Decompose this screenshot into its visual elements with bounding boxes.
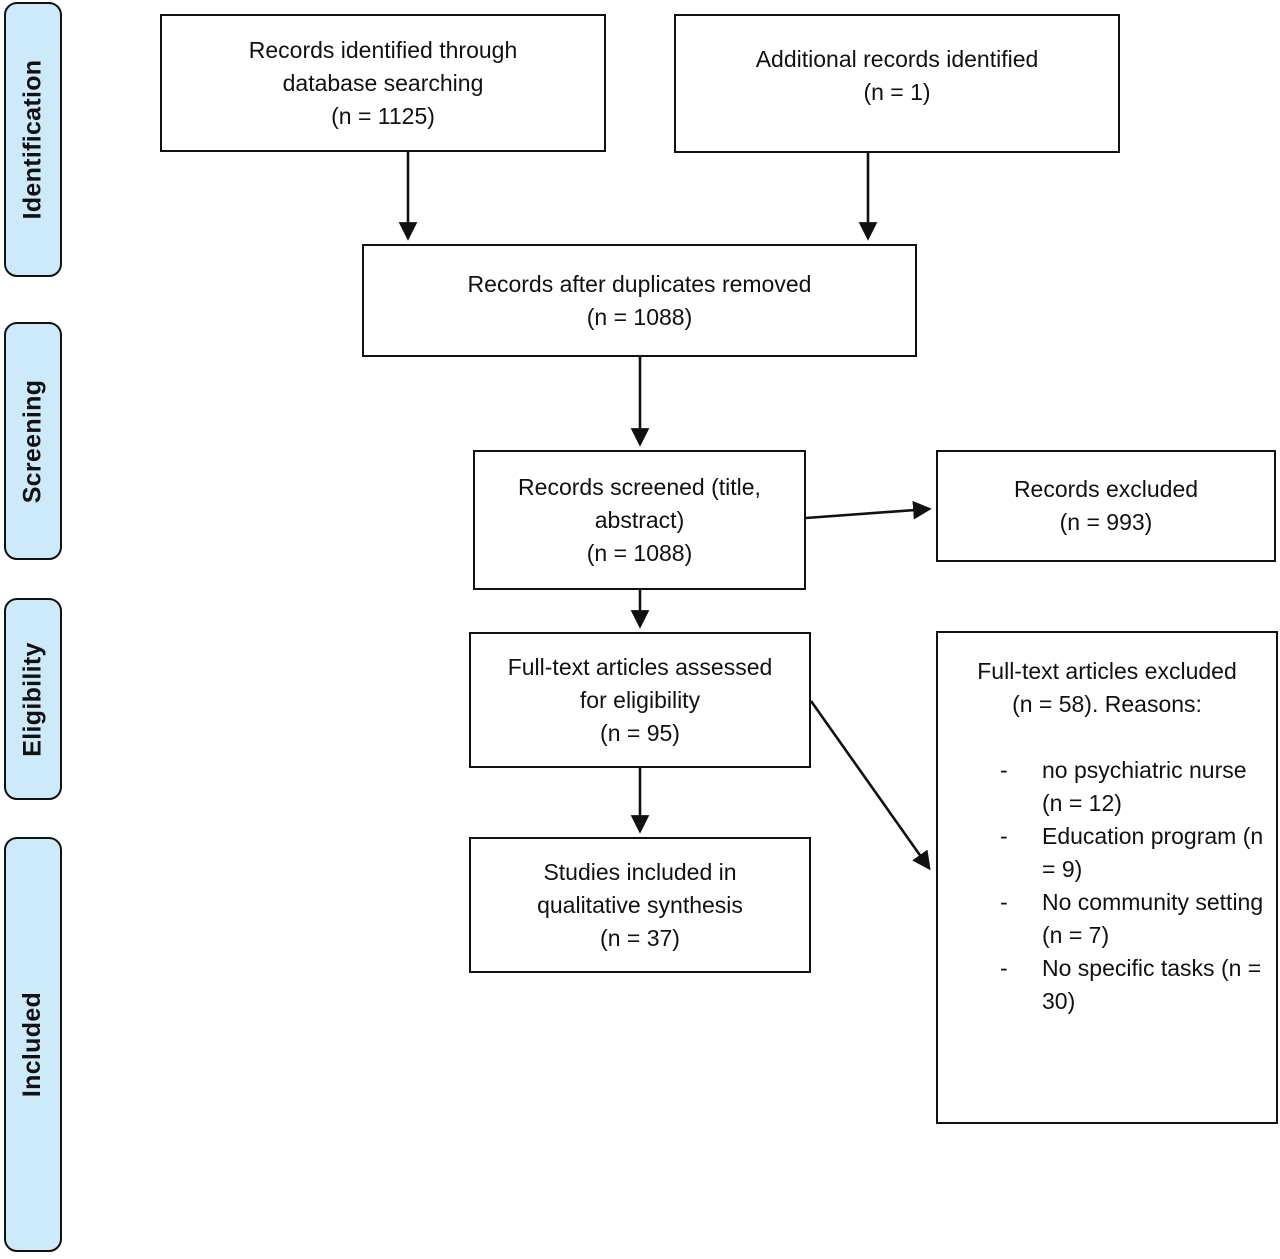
stage-label-identification: Identification [4,2,62,277]
box-text-line: for eligibility [579,686,701,713]
stage-label-text: Screening [18,379,47,503]
box-text-line: Records after duplicates removed [467,270,812,297]
list-item: - Education program (n = 9) [1000,820,1264,886]
stage-label-included: Included [4,837,62,1252]
box-text-line: (n = 1125) [331,102,435,129]
box-text-line: Records excluded [1013,476,1199,502]
dash-bullet: - [1000,823,1008,849]
box-text-line: Additional records identified [755,46,1039,72]
box-fulltext-assessed: Full-text articles assessed for eligibil… [469,632,811,768]
box-text-line: (n = 1) [863,79,931,105]
box-records-identified: Records identified through database sear… [160,14,606,152]
box-text-line: (n = 1088) [586,303,693,330]
reason-text: Education program (n = 9) [1042,823,1264,882]
box-text-line: qualitative synthesis [537,891,743,918]
box-duplicates-removed: Records after duplicates removed (n = 10… [362,244,917,357]
dash-bullet: - [1000,757,1008,783]
reason-text: no psychiatric nurse (n = 12) [1042,757,1247,816]
stage-label-eligibility: Eligibility [4,598,62,800]
dash-bullet: - [1000,889,1008,915]
stage-label-text: Eligibility [18,641,47,757]
box-text-line: database searching [282,69,484,96]
box-text-line: (n = 37) [600,924,680,951]
box-text-line: Records screened (title, [518,473,761,500]
arrow-fulltext-to-fulltext-excluded [809,700,931,871]
box-records-screened: Records screened (title, abstract) (n = … [473,450,806,590]
reason-text: No community setting (n = 7) [1042,889,1264,948]
arrow-screened-to-excluded [805,500,932,520]
box-additional-records: Additional records identified (n = 1) [674,14,1120,153]
exclusion-reason-list: - no psychiatric nurse (n = 12) - Educat… [938,754,1276,1018]
box-text-line: Full-text articles assessed [507,653,773,680]
box-text-line: abstract) [594,506,685,533]
list-item: - No specific tasks (n = 30) [1000,952,1264,1018]
box-records-excluded: Records excluded (n = 993) [936,450,1276,562]
list-item: - No community setting (n = 7) [1000,886,1264,952]
dash-bullet: - [1000,955,1008,981]
stage-label-text: Included [18,991,47,1098]
box-text-line: (n = 95) [600,719,680,746]
stage-label-screening: Screening [4,322,62,560]
box-text-line: (n = 993) [1059,509,1153,535]
box-text-line: Full-text articles excluded [977,658,1237,684]
box-fulltext-excluded: Full-text articles excluded (n = 58). Re… [936,631,1278,1124]
box-studies-included: Studies included in qualitative synthesi… [469,837,811,973]
box-text-line: Studies included in [543,858,737,885]
stage-label-text: Identification [18,59,47,220]
box-text-line: Records identified through [248,36,518,63]
box-text-line: (n = 1088) [586,539,693,566]
box-heading: Full-text articles excluded (n = 58). Re… [977,655,1237,721]
box-text-line: (n = 58). Reasons: [1012,691,1202,717]
list-item: - no psychiatric nurse (n = 12) [1000,754,1264,820]
reason-text: No specific tasks (n = 30) [1042,955,1262,1014]
